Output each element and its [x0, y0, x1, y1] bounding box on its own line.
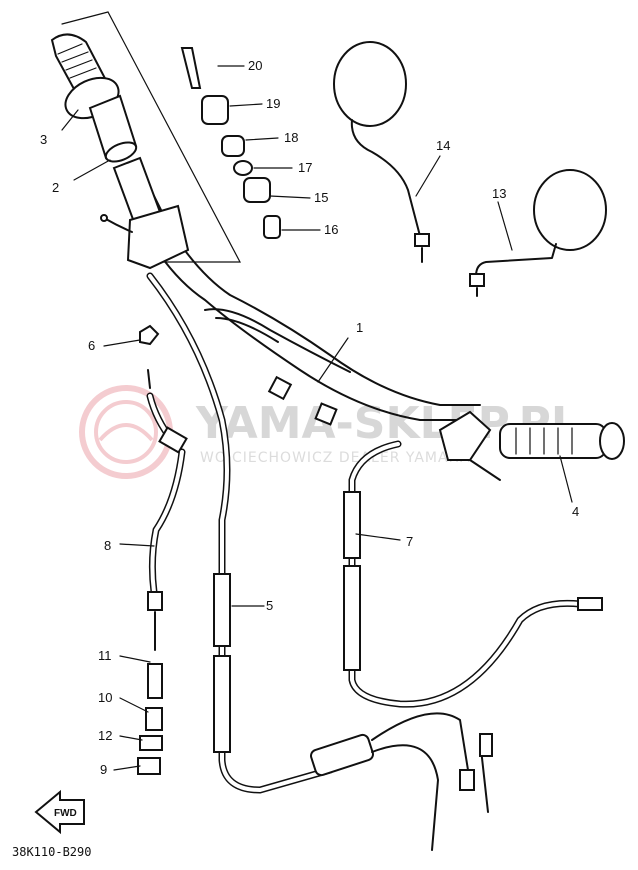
callout-14: 14 — [436, 138, 450, 153]
callout-10: 10 — [98, 690, 112, 705]
callout-leaders — [61, 65, 573, 771]
callout-18: 18 — [284, 130, 298, 145]
throttle-cable-7 — [343, 440, 603, 708]
cable-junction — [310, 712, 493, 851]
drawing-code: 38K110-B290 — [12, 845, 91, 859]
fwd-arrow-icon: FWD — [34, 789, 85, 835]
callout-20: 20 — [248, 58, 262, 73]
callout-6: 6 — [88, 338, 95, 353]
watermark-subtitle: WOJCIECHOWICZ DEALER YAMAHA — [200, 450, 471, 466]
throttle-sleeve — [88, 94, 162, 224]
callout-13: 13 — [492, 186, 506, 201]
right-mirror — [469, 169, 607, 297]
callout-19: 19 — [266, 96, 280, 111]
callout-8: 8 — [104, 538, 111, 553]
callout-7: 7 — [406, 534, 413, 549]
callout-4: 4 — [572, 504, 579, 519]
callout-2: 2 — [52, 180, 59, 195]
left-grip — [50, 33, 120, 120]
callout-labels: 1 2 3 4 5 6 7 8 9 10 11 12 13 14 15 16 1… — [40, 58, 579, 777]
callout-9: 9 — [100, 762, 107, 777]
callout-15: 15 — [314, 190, 328, 205]
callout-12: 12 — [98, 728, 112, 743]
right-grip — [438, 410, 625, 481]
watermark-logo-icon — [79, 385, 173, 479]
left-mirror — [333, 41, 430, 263]
callout-17: 17 — [298, 160, 312, 175]
callout-11: 11 — [98, 648, 112, 663]
small-parts — [180, 47, 281, 239]
fwd-label: FWD — [54, 808, 77, 819]
handlebar — [117, 167, 481, 426]
callout-1: 1 — [356, 320, 363, 335]
callout-16: 16 — [324, 222, 338, 237]
throttle-cable-5 — [146, 272, 334, 794]
clutch-cable-parts — [137, 324, 188, 775]
group-bracket — [61, 11, 241, 263]
left-switch-housing — [100, 204, 190, 270]
callout-3: 3 — [40, 132, 47, 147]
callout-5: 5 — [266, 598, 273, 613]
